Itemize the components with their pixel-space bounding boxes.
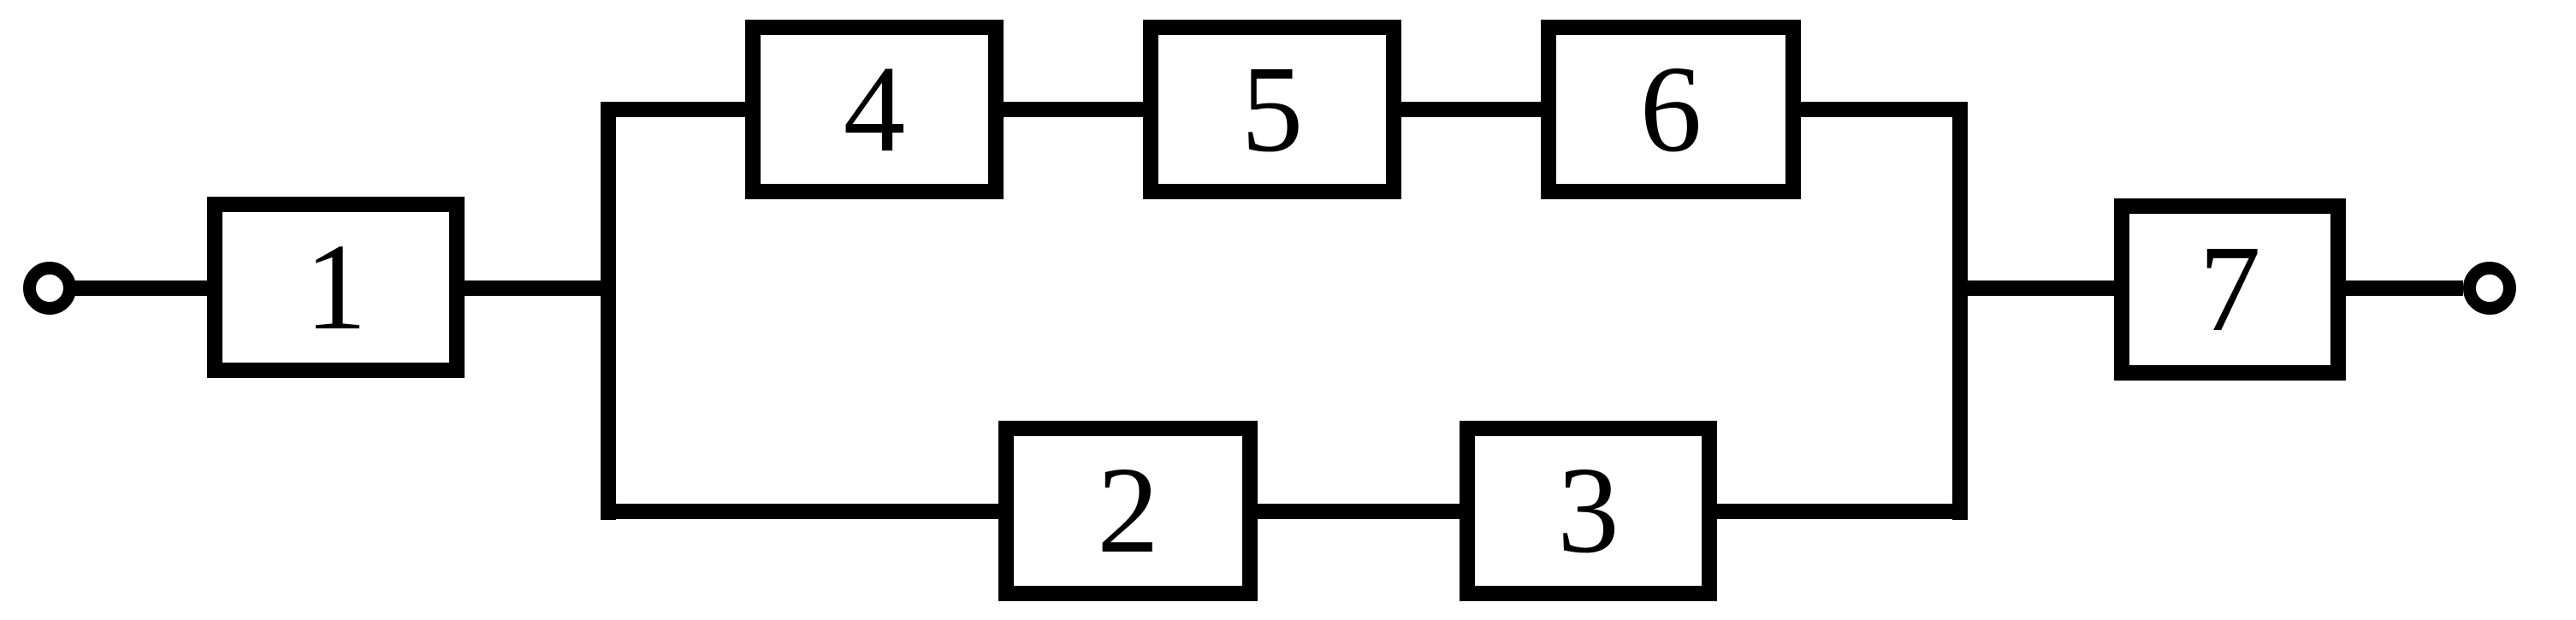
block-6: 6: [1541, 20, 1801, 199]
wire-block1-to-split: [465, 280, 616, 296]
wire-block2-to-block3: [1258, 504, 1460, 519]
input-terminal-icon: [23, 262, 76, 315]
block-1: 1: [207, 197, 465, 378]
block-3: 3: [1460, 421, 1717, 601]
block-2: 2: [998, 421, 1258, 601]
block-4-label: 4: [843, 40, 906, 178]
wire-split-vertical: [601, 102, 616, 520]
block-7: 7: [2114, 198, 2346, 381]
wire-join-to-block7: [1952, 280, 2114, 296]
block-4: 4: [745, 20, 1004, 199]
wire-split-to-block2: [601, 504, 998, 519]
wire-split-to-block4: [601, 102, 745, 117]
wire-block7-to-output: [2346, 280, 2463, 296]
wire-input-to-block1: [73, 280, 207, 296]
output-terminal-icon: [2463, 262, 2516, 315]
wire-block5-to-block6: [1401, 102, 1541, 117]
block-3-label: 3: [1557, 442, 1620, 579]
block-2-label: 2: [1097, 442, 1159, 579]
block-6-label: 6: [1639, 40, 1703, 178]
wire-block6-to-join: [1801, 102, 1968, 117]
wire-block3-to-join: [1717, 504, 1968, 519]
block-5: 5: [1143, 20, 1401, 199]
block-7-label: 7: [2199, 221, 2261, 357]
block-1-label: 1: [305, 218, 367, 356]
wire-join-vertical: [1952, 102, 1968, 520]
block-5-label: 5: [1241, 40, 1304, 178]
wire-block4-to-block5: [1004, 102, 1143, 117]
